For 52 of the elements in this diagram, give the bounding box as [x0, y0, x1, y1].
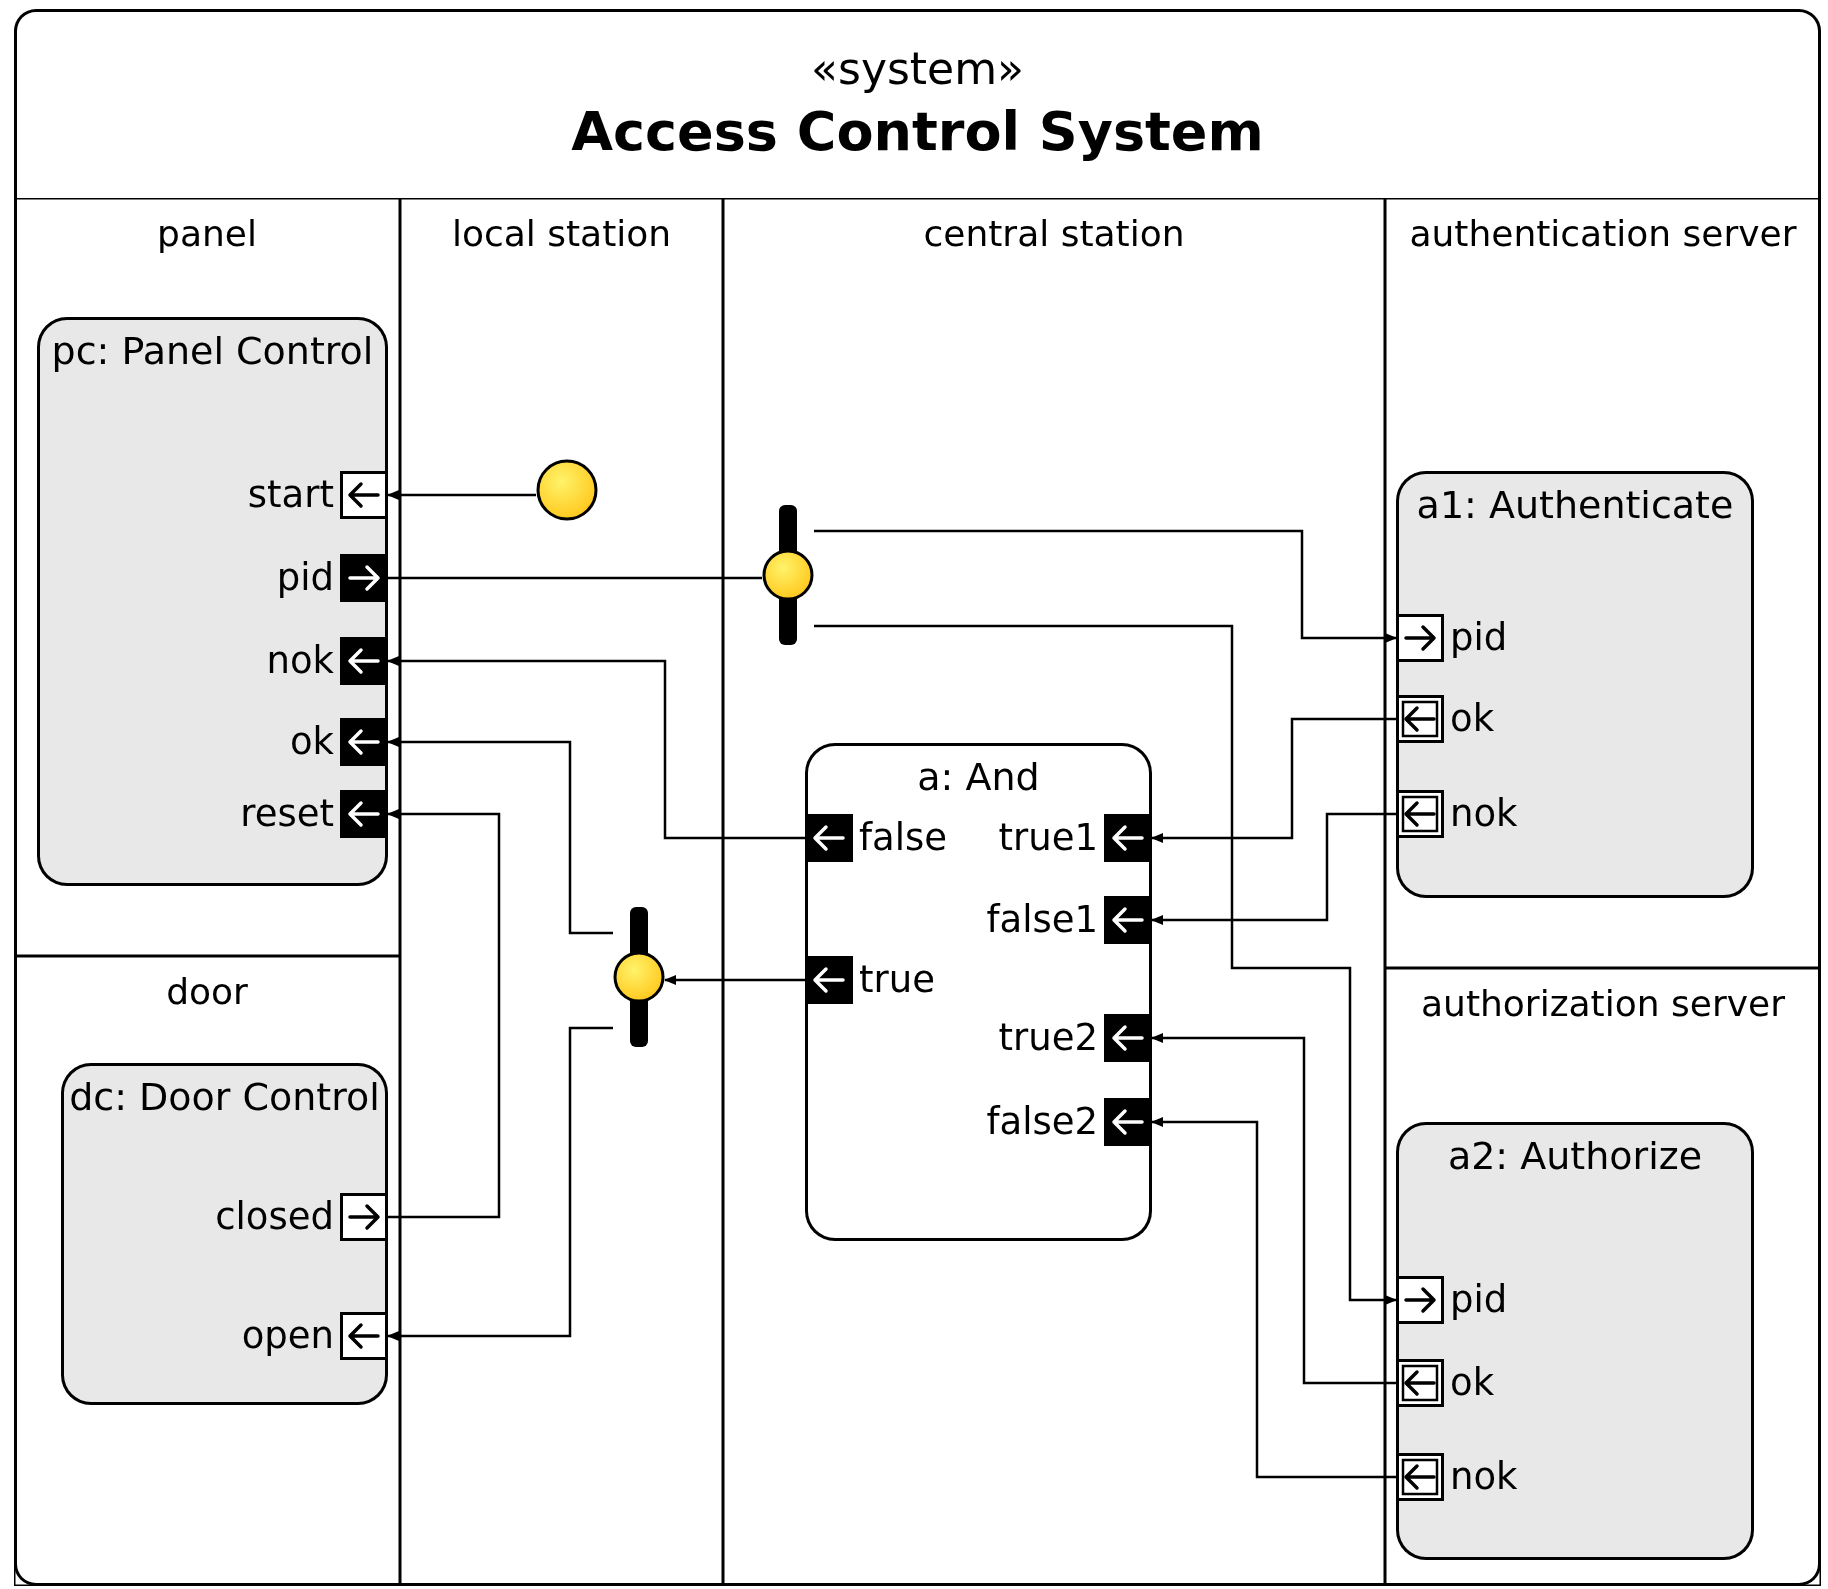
port-label: true1 [998, 815, 1098, 861]
swimlane [1385, 968, 1821, 1586]
lane-title: authorization server [1420, 982, 1786, 1026]
component-name: a1: Authenticate [1415, 482, 1735, 529]
port-label: reset [240, 791, 334, 837]
component-name: dc: Door Control [68, 1074, 381, 1121]
port-label: closed [215, 1194, 334, 1240]
swimlane [1385, 198, 1821, 968]
port-label: start [247, 472, 334, 518]
lane-title: panel [156, 212, 258, 256]
arrow [814, 529, 1397, 643]
lane-title: door [165, 970, 249, 1014]
port-label: ok [289, 719, 334, 765]
stereotype-label: «system» [811, 41, 1024, 96]
arrow [1151, 1033, 1396, 1385]
swimlane [723, 198, 1385, 1586]
component-name: a: And [916, 754, 1041, 801]
system-frame [14, 9, 1821, 1586]
arrow [387, 656, 805, 840]
port-label: false2 [986, 1099, 1098, 1145]
arrow [1151, 812, 1396, 925]
port-label: nok [1450, 791, 1518, 837]
component-name: a2: Authorize [1446, 1133, 1704, 1180]
arrow [814, 624, 1397, 1305]
lane-title: authentication server [1408, 212, 1798, 256]
port-label: nok [266, 638, 334, 684]
port-label: nok [1450, 1454, 1518, 1500]
port-label: pid [1450, 615, 1508, 661]
port-label: open [241, 1313, 334, 1359]
port-label: ok [1450, 1360, 1495, 1406]
port-label: pid [276, 555, 334, 601]
arrow [387, 737, 613, 935]
lane-title: local station [450, 212, 673, 256]
frame-heading: Access Control System [571, 99, 1264, 165]
arrow [387, 809, 501, 1219]
swimlane [14, 198, 400, 956]
swimlane [14, 956, 400, 1586]
component-name: pc: Panel Control [50, 328, 375, 375]
port-label: false1 [986, 897, 1098, 943]
arrow [664, 975, 805, 985]
port-label: true [859, 957, 935, 1003]
lane-title: central station [922, 212, 1186, 256]
port-label: pid [1450, 1277, 1508, 1323]
connector-line [388, 576, 762, 580]
arrow [387, 1026, 613, 1341]
arrow [1151, 1117, 1396, 1479]
swimlane [400, 198, 723, 1586]
arrow [387, 490, 536, 500]
port-label: ok [1450, 696, 1495, 742]
arrow [1151, 717, 1396, 843]
port-label: false [859, 815, 948, 861]
port-label: true2 [998, 1015, 1098, 1061]
